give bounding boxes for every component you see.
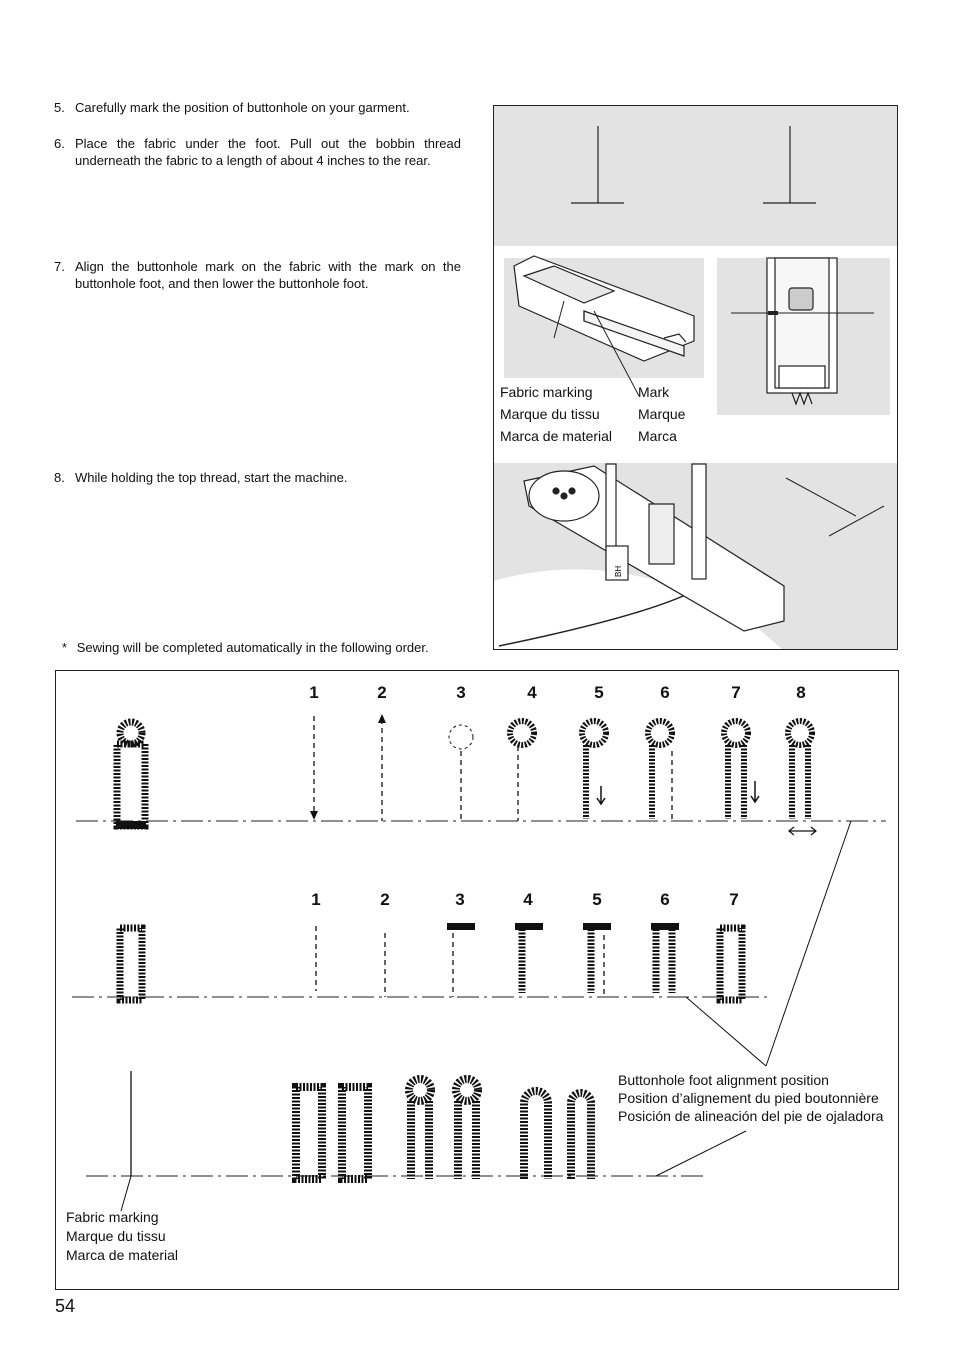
fabric-marking-label-top: Fabric marking Marque du tissu Marca de …	[500, 381, 612, 447]
step-text: Place the fabric under the foot. Pull ou…	[75, 136, 461, 168]
step-number: 7.	[54, 259, 65, 274]
row1-step-2: 2	[377, 683, 386, 702]
label-es: Marca de material	[66, 1247, 179, 1263]
row2-step-5: 5	[592, 890, 601, 909]
label-fr: Position d’alignement du pied boutonnièr…	[618, 1090, 879, 1106]
instruction-5: 5. Carefully mark the position of button…	[54, 99, 461, 116]
label-es: Marca de material	[500, 428, 613, 444]
note: * Sewing will be completed automatically…	[62, 640, 429, 655]
row2-step-4: 4	[523, 890, 533, 909]
label-es: Posición de alineación del pie de ojalad…	[618, 1108, 884, 1124]
step-number: 8.	[54, 470, 65, 485]
row1-step-4: 4	[527, 683, 537, 702]
page-number: 54	[55, 1296, 76, 1316]
foot-letters: BH	[614, 566, 623, 577]
label-en: Fabric marking	[66, 1209, 159, 1225]
step-text: Align the buttonhole mark on the fabric …	[75, 259, 461, 291]
row2-step-7: 7	[729, 890, 738, 909]
step-text: Carefully mark the position of buttonhol…	[75, 100, 410, 115]
label-fr: Marque	[638, 406, 686, 422]
row2-step-2: 2	[380, 890, 389, 909]
row1-step-6: 6	[660, 683, 669, 702]
label-en: Buttonhole foot alignment position	[618, 1072, 829, 1088]
instruction-7: 7. Align the buttonhole mark on the fabr…	[54, 258, 461, 292]
label-fr: Marque du tissu	[66, 1228, 166, 1244]
mark-label: Mark Marque Marca	[638, 381, 685, 447]
instruction-illustrations: BH	[494, 106, 897, 649]
row2-step-1: 1	[311, 890, 320, 909]
fabric-marking-label-bottom: Fabric marking Marque du tissu Marca de …	[66, 1208, 178, 1265]
label-fr: Marque du tissu	[500, 406, 600, 422]
row1-step-1: 1	[309, 683, 318, 702]
step-number: 5.	[54, 100, 65, 115]
note-asterisk: *	[62, 640, 68, 655]
instruction-8: 8. While holding the top thread, start t…	[54, 469, 461, 486]
sewing-order-diagram: 1 2 3 4 5 6 7 8 1 2 3 4 5 6 7	[55, 670, 899, 1290]
row1-step-7: 7	[731, 683, 740, 702]
instruction-6: 6. Place the fabric under the foot. Pull…	[54, 135, 461, 169]
row1-step-5: 5	[594, 683, 603, 702]
row2-step-3: 3	[455, 890, 464, 909]
step-number: 6.	[54, 136, 65, 151]
label-es: Marca	[638, 428, 677, 444]
row2-step-6: 6	[660, 890, 669, 909]
row1-step-3: 3	[456, 683, 465, 702]
instruction-figure-panel: BH	[493, 105, 898, 650]
note-text: Sewing will be completed automatically i…	[76, 640, 429, 655]
row1-step-8: 8	[796, 683, 805, 702]
sewing-order-svg: 1 2 3 4 5 6 7 8 1 2 3 4 5 6 7	[72, 683, 886, 1212]
label-en: Mark	[638, 384, 670, 400]
step-text: While holding the top thread, start the …	[75, 470, 348, 485]
alignment-position-label: Buttonhole foot alignment position Posit…	[618, 1071, 883, 1125]
label-en: Fabric marking	[500, 384, 593, 400]
